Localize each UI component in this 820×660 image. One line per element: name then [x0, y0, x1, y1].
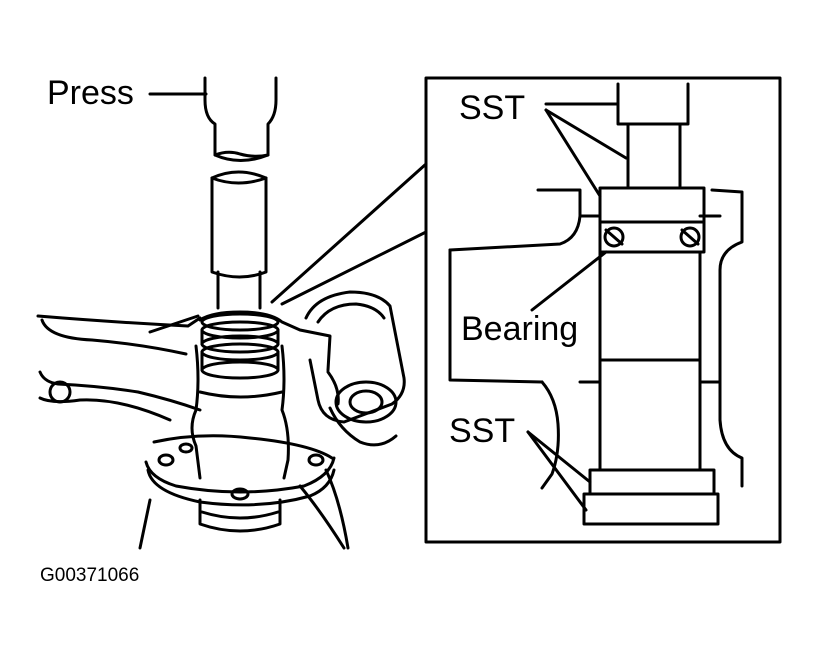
strut-bracket [304, 290, 406, 447]
leader-sst-top [544, 102, 628, 198]
bearing-stack-main [198, 312, 284, 399]
figure-code: G00371066 [40, 565, 140, 586]
steering-knuckle-arm [36, 310, 350, 550]
detail-bearing [598, 186, 706, 254]
sst-top-label: SST [459, 89, 526, 127]
sst-bottom-label: SST [449, 412, 516, 450]
leader-bearing [530, 250, 608, 312]
detail-knuckle-section [448, 188, 744, 490]
detail-press-ram [616, 82, 690, 188]
leader-sst-bottom [526, 430, 592, 512]
press-ram [203, 76, 278, 162]
detail-inset-frame [424, 76, 782, 544]
magnifier-lines [270, 162, 428, 306]
bearing-label: Bearing [461, 310, 579, 348]
press-label: Press [47, 74, 134, 112]
press-adapter [210, 170, 268, 310]
detail-bottom-sst [582, 468, 720, 526]
